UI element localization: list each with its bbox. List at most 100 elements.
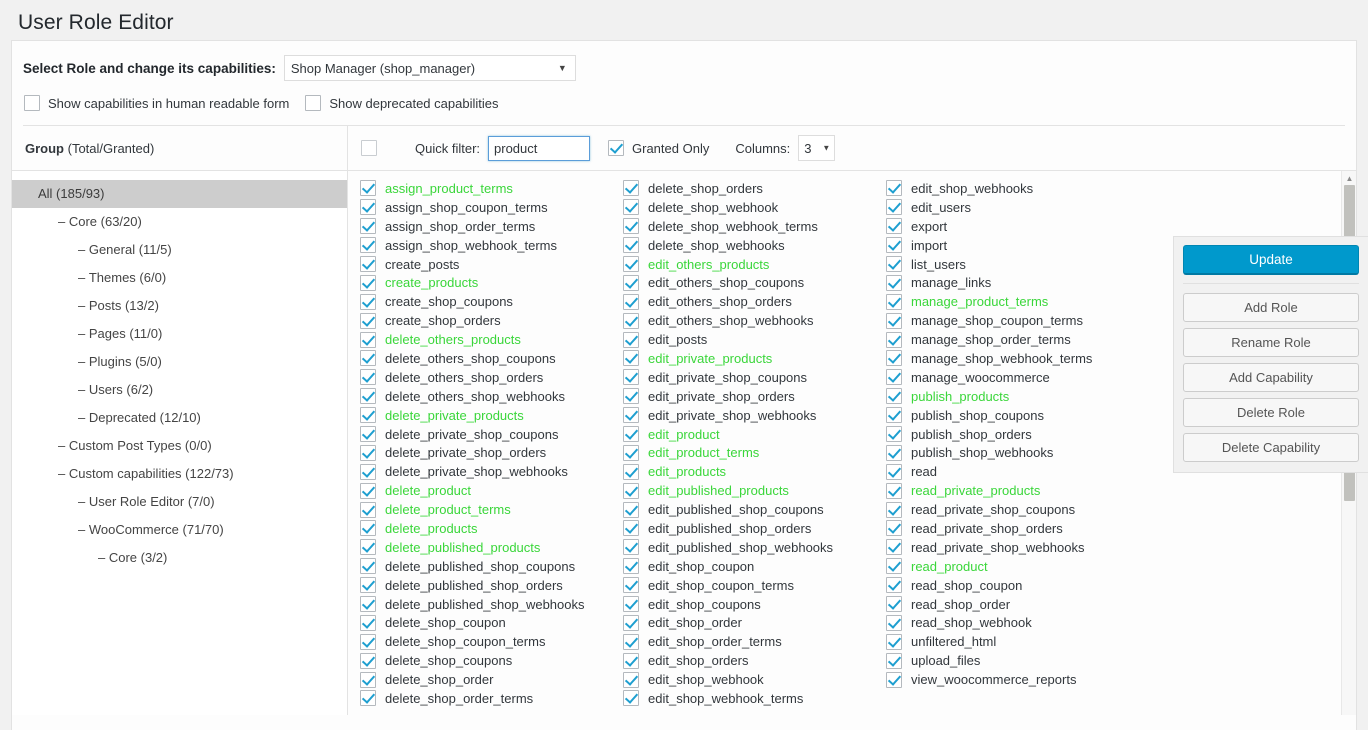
columns-select-dropdown[interactable]: 3 ▼	[798, 135, 835, 161]
capability-row[interactable]: delete_shop_webhook_terms	[623, 217, 874, 236]
capability-row[interactable]: edit_private_shop_orders	[623, 387, 874, 406]
select-all-checkbox[interactable]	[361, 140, 377, 156]
capability-row[interactable]: create_products	[360, 273, 611, 292]
capability-row[interactable]: publish_products	[886, 387, 1137, 406]
capability-checkbox[interactable]	[886, 539, 902, 555]
capability-row[interactable]: read_product	[886, 557, 1137, 576]
capability-row[interactable]: edit_product_terms	[623, 443, 874, 462]
capability-row[interactable]: delete_private_shop_webhooks	[360, 462, 611, 481]
rename-role-button[interactable]: Rename Role	[1183, 328, 1359, 357]
capability-row[interactable]: edit_others_products	[623, 255, 874, 274]
capability-row[interactable]: edit_private_shop_coupons	[623, 368, 874, 387]
capability-checkbox[interactable]	[360, 407, 376, 423]
add-role-button[interactable]: Add Role	[1183, 293, 1359, 322]
capability-row[interactable]: delete_product_terms	[360, 500, 611, 519]
capability-row[interactable]: delete_published_shop_coupons	[360, 557, 611, 576]
group-tree-item[interactable]: – Posts (13/2)	[12, 292, 347, 320]
human-readable-checkbox[interactable]	[24, 95, 40, 111]
capability-checkbox[interactable]	[360, 596, 376, 612]
capability-row[interactable]: delete_published_shop_orders	[360, 576, 611, 595]
capability-row[interactable]: edit_shop_coupon	[623, 557, 874, 576]
group-tree-item[interactable]: – Plugins (5/0)	[12, 348, 347, 376]
capability-row[interactable]: edit_shop_order	[623, 613, 874, 632]
capability-row[interactable]: delete_others_shop_webhooks	[360, 387, 611, 406]
capability-row[interactable]: read_private_shop_orders	[886, 519, 1137, 538]
capability-checkbox[interactable]	[623, 464, 639, 480]
group-tree-item[interactable]: – Pages (11/0)	[12, 320, 347, 348]
delete-role-button[interactable]: Delete Role	[1183, 398, 1359, 427]
capability-checkbox[interactable]	[623, 634, 639, 650]
capability-checkbox[interactable]	[623, 426, 639, 442]
group-tree-item[interactable]: – General (11/5)	[12, 236, 347, 264]
capability-row[interactable]: delete_shop_webhook	[623, 198, 874, 217]
capability-checkbox[interactable]	[360, 672, 376, 688]
capability-checkbox[interactable]	[886, 199, 902, 215]
group-tree-item[interactable]: – WooCommerce (71/70)	[12, 516, 347, 544]
capability-row[interactable]: assign_shop_coupon_terms	[360, 198, 611, 217]
capability-checkbox[interactable]	[886, 313, 902, 329]
update-button[interactable]: Update	[1183, 245, 1359, 275]
capability-row[interactable]: publish_shop_orders	[886, 425, 1137, 444]
capability-checkbox[interactable]	[360, 275, 376, 291]
capability-checkbox[interactable]	[623, 275, 639, 291]
capability-row[interactable]: delete_published_products	[360, 538, 611, 557]
group-tree-item[interactable]: – Themes (6/0)	[12, 264, 347, 292]
capability-checkbox[interactable]	[886, 634, 902, 650]
capability-checkbox[interactable]	[360, 426, 376, 442]
capability-row[interactable]: edit_others_shop_webhooks	[623, 311, 874, 330]
capability-row[interactable]: delete_shop_order	[360, 670, 611, 689]
capability-row[interactable]: delete_shop_orders	[623, 179, 874, 198]
capability-checkbox[interactable]	[886, 388, 902, 404]
capability-row[interactable]: manage_product_terms	[886, 292, 1137, 311]
capability-checkbox[interactable]	[623, 294, 639, 310]
capability-checkbox[interactable]	[886, 256, 902, 272]
capability-row[interactable]: read	[886, 462, 1137, 481]
capability-row[interactable]: read_shop_coupon	[886, 576, 1137, 595]
capability-checkbox[interactable]	[360, 653, 376, 669]
capability-row[interactable]: delete_private_products	[360, 406, 611, 425]
capability-checkbox[interactable]	[886, 237, 902, 253]
group-tree-item[interactable]: – User Role Editor (7/0)	[12, 488, 347, 516]
capability-checkbox[interactable]	[623, 199, 639, 215]
capability-row[interactable]: assign_product_terms	[360, 179, 611, 198]
capability-checkbox[interactable]	[623, 596, 639, 612]
capability-row[interactable]: read_shop_webhook	[886, 613, 1137, 632]
capability-row[interactable]: create_shop_orders	[360, 311, 611, 330]
capability-row[interactable]: delete_others_shop_coupons	[360, 349, 611, 368]
capability-checkbox[interactable]	[360, 180, 376, 196]
capability-checkbox[interactable]	[360, 218, 376, 234]
capability-checkbox[interactable]	[886, 672, 902, 688]
capability-row[interactable]: delete_private_shop_coupons	[360, 425, 611, 444]
capability-row[interactable]: read_shop_order	[886, 595, 1137, 614]
capability-row[interactable]: edit_others_shop_orders	[623, 292, 874, 311]
capability-row[interactable]: export	[886, 217, 1137, 236]
capability-checkbox[interactable]	[886, 332, 902, 348]
capability-row[interactable]: publish_shop_coupons	[886, 406, 1137, 425]
capability-checkbox[interactable]	[886, 426, 902, 442]
capability-checkbox[interactable]	[360, 256, 376, 272]
capability-checkbox[interactable]	[623, 388, 639, 404]
capability-checkbox[interactable]	[360, 388, 376, 404]
capability-checkbox[interactable]	[623, 502, 639, 518]
capability-row[interactable]: upload_files	[886, 651, 1137, 670]
scroll-up-arrow-icon[interactable]: ▲	[1342, 171, 1356, 185]
capability-checkbox[interactable]	[623, 483, 639, 499]
capability-checkbox[interactable]	[360, 520, 376, 536]
capability-row[interactable]: delete_others_shop_orders	[360, 368, 611, 387]
capability-checkbox[interactable]	[623, 369, 639, 385]
capability-row[interactable]: read_private_shop_webhooks	[886, 538, 1137, 557]
capability-checkbox[interactable]	[623, 653, 639, 669]
capability-row[interactable]: edit_users	[886, 198, 1137, 217]
capability-row[interactable]: manage_links	[886, 273, 1137, 292]
capability-checkbox[interactable]	[623, 350, 639, 366]
capability-checkbox[interactable]	[886, 445, 902, 461]
capability-row[interactable]: read_private_products	[886, 481, 1137, 500]
capability-checkbox[interactable]	[360, 502, 376, 518]
capability-row[interactable]: import	[886, 236, 1137, 255]
capability-row[interactable]: edit_shop_coupons	[623, 595, 874, 614]
capability-checkbox[interactable]	[360, 464, 376, 480]
show-deprecated-checkbox-item[interactable]: Show deprecated capabilities	[305, 95, 498, 111]
capability-row[interactable]: delete_shop_coupon_terms	[360, 632, 611, 651]
capability-row[interactable]: edit_published_shop_orders	[623, 519, 874, 538]
capability-checkbox[interactable]	[886, 294, 902, 310]
